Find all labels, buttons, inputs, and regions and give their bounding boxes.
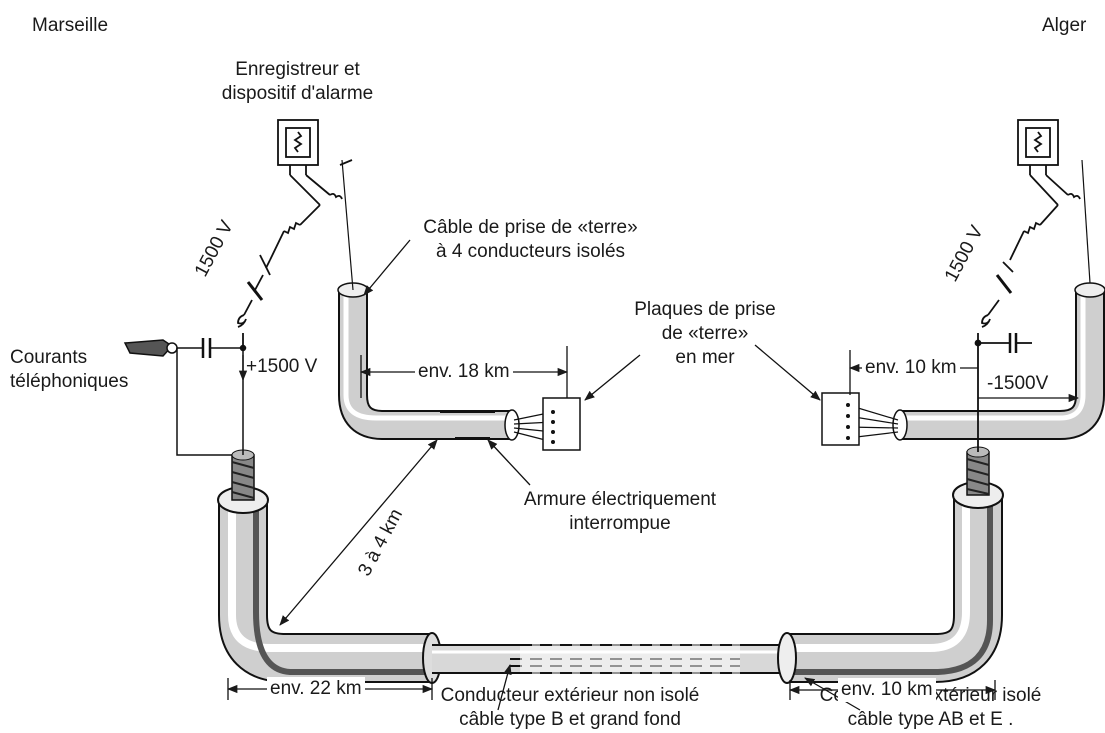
phone-label-line1: Courants [10,347,88,368]
ground-cable-label-line1: Câble de prise de «terre» [423,217,638,238]
armor-label-line1: Armure électriquement [523,489,717,510]
plates-label-line3: en mer [675,347,735,368]
distance-bottom-right: env. 10 km [838,678,936,702]
distance-left-ground: env. 18 km [415,360,513,384]
place-alger: Alger [1042,15,1087,36]
phone-currents-label: Courants téléphoniques [10,346,128,394]
ground-cable-right [821,282,1105,446]
battery-left [237,204,321,350]
recorder-label: Enregistreur et dispositif d'alarme [205,58,390,106]
ground-cable-left [337,282,581,451]
plates-label-line1: Plaques de prise [634,299,776,320]
recorder-label-line2: dispositif d'alarme [221,83,374,104]
recorder-label-line1: Enregistreur et [235,59,360,80]
armor-label-line2: interrompue [569,513,671,534]
ground-cable-label-line2: à 4 conducteurs isolés [435,241,626,262]
dimension-lines [226,346,1080,700]
outer-insulated-line2: câble type AB et E . [847,709,1014,730]
place-marseille: Marseille [32,15,109,36]
main-cable-left [217,449,442,684]
battery-right [974,204,1059,452]
voltage-left-line: +1500 V [246,356,318,377]
distance-bottom-left: env. 22 km [267,677,365,701]
armor-label: Armure électriquement interrompue [480,488,760,536]
plates-label: Plaques de prise de «terre» en mer [600,298,810,370]
main-cable-right [777,446,1004,684]
leader-arrows [363,239,861,711]
outer-uninsulated-label: Conducteur extérieur non isolé câble typ… [415,684,725,732]
phone-line-left [123,338,247,456]
main-cable-thin-middle [432,642,787,676]
outer-uninsulated-line1: Conducteur extérieur non isolé [440,685,700,706]
distance-right-ground: env. 10 km [862,356,960,380]
voltage-right-line: -1500V [984,372,1052,396]
phone-label-line2: téléphoniques [10,371,129,392]
plates-label-line2: de «terre» [661,323,749,344]
outer-uninsulated-line2: câble type B et grand fond [459,709,681,730]
recorder-right [1017,119,1091,284]
recorder-left [277,119,354,291]
ground-cable-label: Câble de prise de «terre» à 4 conducteur… [388,216,673,264]
